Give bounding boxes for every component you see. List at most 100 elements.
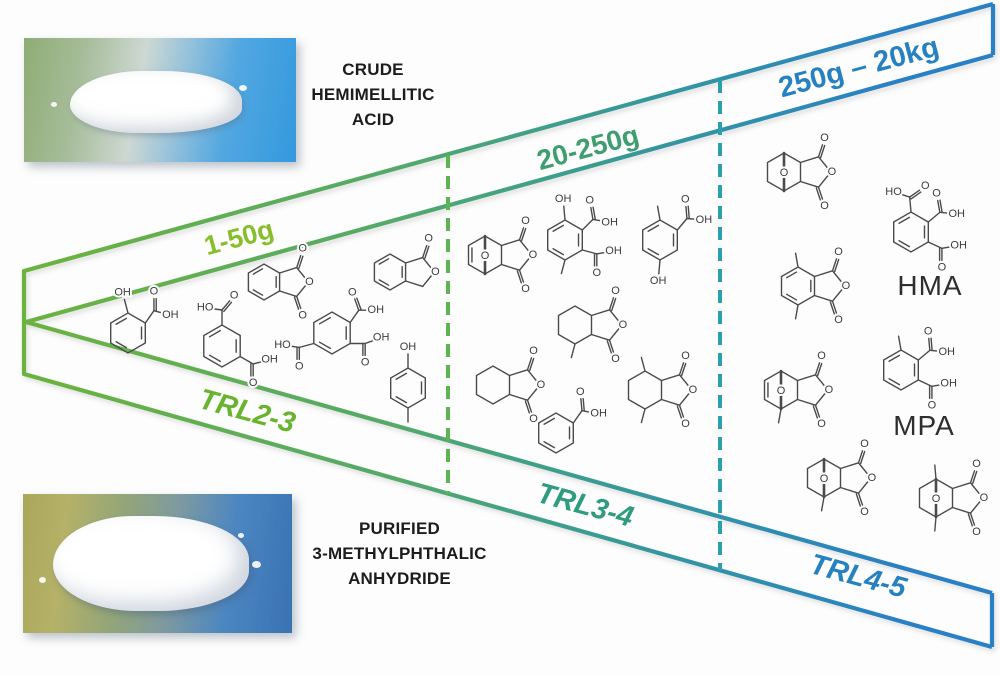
molecule-oxanorbornene-anhydride: O O O O: [467, 213, 540, 297]
svg-text:O: O: [938, 261, 947, 273]
svg-text:O: O: [825, 384, 834, 396]
svg-text:O: O: [834, 246, 843, 258]
molecule-methyl-hexahydrophthalic-anhydride: O O O: [557, 283, 630, 367]
svg-text:O: O: [361, 357, 370, 369]
molecule-phthalic-anhydride: O O O: [247, 241, 316, 323]
molecule-dimethylphthalic-anhydride: OOO: [780, 244, 853, 328]
svg-text:O: O: [681, 418, 690, 430]
caption-line: HEMIMELLITIC: [311, 85, 435, 104]
svg-text:O: O: [481, 250, 490, 262]
powder-pile: [70, 71, 242, 134]
svg-text:O: O: [611, 353, 620, 365]
svg-text:HO: HO: [885, 186, 902, 198]
svg-text:OH: OH: [605, 245, 622, 257]
svg-text:O: O: [305, 276, 314, 288]
svg-text:O: O: [348, 286, 357, 298]
svg-text:O: O: [980, 492, 989, 504]
powder-crumb: [39, 577, 47, 584]
svg-text:O: O: [576, 386, 585, 398]
svg-text:O: O: [521, 283, 530, 295]
svg-text:O: O: [431, 266, 440, 278]
svg-text:O: O: [932, 188, 941, 200]
svg-text:O: O: [611, 285, 620, 297]
svg-text:O: O: [972, 458, 981, 470]
caption-line: CRUDE: [342, 60, 404, 79]
compound-label-mpa: MPA: [893, 410, 955, 441]
powder-pile: [52, 516, 249, 611]
svg-text:OH: OH: [938, 346, 955, 358]
caption-line: PURIFIED: [359, 519, 440, 538]
molecule-benzoic-acid: O OH: [538, 384, 609, 454]
powder-crumb: [238, 85, 247, 92]
svg-text:O: O: [860, 506, 869, 518]
svg-text:O: O: [249, 377, 258, 389]
svg-text:OH: OH: [373, 332, 390, 344]
powder-crumb: [51, 102, 58, 108]
svg-text:O: O: [834, 314, 843, 326]
powder-crumb: [251, 560, 261, 568]
photo-purified-3-methylphthalic-anhydride: [23, 494, 292, 633]
svg-text:O: O: [928, 399, 937, 411]
svg-text:OH: OH: [948, 208, 965, 220]
svg-text:HO: HO: [197, 302, 214, 314]
svg-text:O: O: [820, 132, 829, 144]
svg-text:O: O: [817, 418, 826, 430]
svg-text:O: O: [529, 345, 538, 357]
svg-text:O: O: [689, 384, 698, 396]
svg-text:O: O: [295, 360, 304, 372]
svg-text:O: O: [537, 379, 546, 391]
svg-text:O: O: [817, 350, 826, 362]
svg-text:O: O: [777, 385, 786, 397]
svg-text:OH: OH: [650, 275, 667, 287]
compound-label-hma: HMA: [897, 270, 963, 301]
molecule-hexahydrophthalic-anhydride: O O O: [475, 343, 548, 427]
molecule-dimethyl-oxanorbornane-anhydride: O O O O: [918, 456, 991, 540]
svg-text:O: O: [932, 493, 941, 505]
svg-text:O: O: [972, 526, 981, 538]
caption-line: ACID: [351, 110, 395, 129]
svg-text:O: O: [529, 249, 538, 261]
svg-text:O: O: [529, 413, 538, 425]
molecule-methyl-oxanorbornene-anhydride: O O O O: [763, 348, 836, 432]
caption-purified-mpa: PURIFIED 3-METHYLPHTHALIC ANHYDRIDE: [282, 516, 517, 591]
molecule-dimethyl-hexahydrophthalic-anhydride: O O O: [627, 348, 700, 432]
svg-text:O: O: [298, 243, 307, 255]
svg-text:OH: OH: [400, 341, 417, 353]
svg-text:O: O: [619, 319, 628, 331]
caption-line: ANHYDRIDE: [348, 569, 451, 588]
svg-text:O: O: [780, 167, 789, 179]
caption-crude-hemimellitic-acid: CRUDE HEMIMELLITIC ACID: [268, 57, 478, 132]
svg-text:HO: HO: [274, 339, 291, 351]
svg-text:OH: OH: [940, 377, 957, 389]
svg-text:OH: OH: [950, 239, 967, 251]
svg-text:O: O: [681, 350, 690, 362]
svg-text:O: O: [424, 233, 433, 245]
svg-text:OH: OH: [590, 408, 607, 420]
powder-crumb: [238, 532, 245, 538]
svg-text:O: O: [868, 472, 877, 484]
svg-text:O: O: [150, 286, 159, 298]
svg-text:O: O: [828, 166, 837, 178]
svg-text:OH: OH: [114, 287, 131, 299]
svg-text:OH: OH: [261, 354, 278, 366]
svg-text:O: O: [230, 289, 239, 301]
svg-text:O: O: [521, 215, 530, 227]
svg-text:O: O: [860, 438, 869, 450]
photo-crude-hemimellitic-acid: [24, 38, 296, 162]
svg-text:O: O: [585, 195, 594, 207]
svg-text:O: O: [593, 267, 602, 279]
funnel-inner-edge: [23, 52, 994, 596]
svg-text:OH: OH: [696, 214, 713, 226]
svg-text:O: O: [298, 309, 307, 321]
svg-text:OH: OH: [555, 193, 572, 205]
